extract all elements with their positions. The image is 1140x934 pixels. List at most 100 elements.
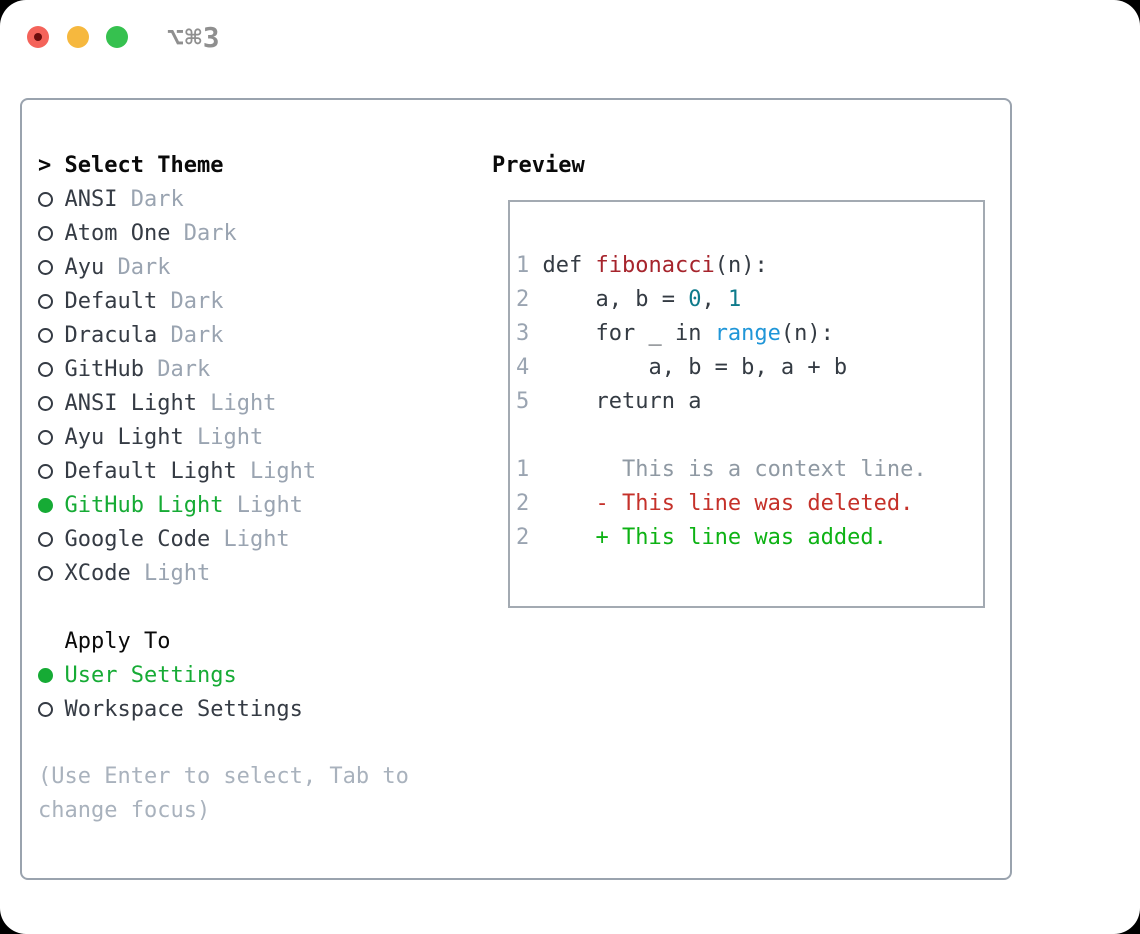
radio-icon bbox=[38, 293, 53, 309]
line-number: 2 bbox=[516, 524, 543, 550]
code-segment: a, b = b, a + b bbox=[542, 354, 848, 380]
code-segment: 0 bbox=[688, 286, 702, 312]
spacer bbox=[38, 726, 428, 760]
code-line: 2 a, b = 0, 1 bbox=[516, 282, 927, 316]
theme-option-name: Default Light bbox=[64, 458, 237, 484]
code-line: 2 - This line was deleted. bbox=[516, 486, 927, 520]
theme-option-name: GitHub Light bbox=[64, 492, 224, 518]
code-segment: , bbox=[701, 286, 728, 312]
theme-option-variant: Dark bbox=[157, 356, 211, 382]
theme-option-name: GitHub bbox=[64, 356, 144, 382]
code-line: 3 for _ in range(n): bbox=[516, 316, 927, 350]
code-line: 4 a, b = b, a + b bbox=[516, 350, 927, 384]
theme-option-ayu-light[interactable]: Ayu Light Light bbox=[38, 420, 428, 454]
focus-cursor-icon: > bbox=[38, 152, 52, 178]
apply-option-workspace-settings[interactable]: Workspace Settings bbox=[38, 692, 428, 726]
theme-option-variant: Light bbox=[196, 424, 264, 450]
line-number: 1 bbox=[516, 252, 543, 278]
code-segment: range bbox=[714, 320, 781, 346]
spacer bbox=[38, 590, 428, 624]
theme-option-ansi[interactable]: ANSI Dark bbox=[38, 182, 428, 216]
theme-option-name: Ayu Light bbox=[64, 424, 184, 450]
code-segment: def bbox=[542, 252, 596, 278]
theme-option-google-code[interactable]: Google Code Light bbox=[38, 522, 428, 556]
code-segment: (n): bbox=[714, 252, 768, 278]
theme-option-variant: Dark bbox=[130, 186, 184, 212]
apply-option-user-settings[interactable]: User Settings bbox=[38, 658, 428, 692]
radio-icon bbox=[38, 463, 53, 479]
theme-option-variant: Light bbox=[210, 390, 277, 416]
code-line bbox=[516, 418, 927, 452]
code-line: 2 + This line was added. bbox=[516, 520, 927, 554]
theme-option-atom-one[interactable]: Atom One Dark bbox=[38, 216, 428, 250]
line-number: 3 bbox=[516, 320, 543, 346]
radio-icon bbox=[38, 225, 53, 241]
theme-option-github[interactable]: GitHub Dark bbox=[38, 352, 428, 386]
radio-selected-icon bbox=[38, 667, 53, 683]
theme-option-github-light[interactable]: GitHub Light Light bbox=[38, 488, 428, 522]
theme-option-name: Dracula bbox=[64, 322, 158, 348]
zoom-button[interactable] bbox=[106, 26, 128, 48]
code-segment: 1 bbox=[727, 286, 742, 312]
apply-to-label: Apply To bbox=[64, 628, 171, 654]
theme-option-variant: Light bbox=[143, 560, 211, 586]
code-segment: fibonacci bbox=[595, 252, 715, 278]
radio-icon bbox=[38, 395, 53, 411]
select-theme-label: Select Theme bbox=[64, 152, 224, 178]
close-button[interactable] bbox=[27, 26, 49, 48]
line-number bbox=[516, 423, 543, 448]
theme-option-ansi-light[interactable]: ANSI Light Light bbox=[38, 386, 428, 420]
theme-option-variant: Light bbox=[223, 526, 290, 552]
theme-option-name: Atom One bbox=[64, 220, 171, 246]
line-number: 2 bbox=[516, 490, 543, 516]
radio-icon bbox=[38, 701, 53, 717]
code-segment: a, b = bbox=[542, 286, 689, 312]
code-segment: return a bbox=[542, 388, 702, 414]
radio-icon bbox=[38, 429, 53, 445]
radio-icon bbox=[38, 565, 53, 581]
theme-option-variant: Dark bbox=[183, 220, 237, 246]
radio-icon bbox=[38, 191, 53, 207]
line-number: 1 bbox=[516, 456, 543, 482]
radio-icon bbox=[38, 531, 53, 547]
apply-option-name: User Settings bbox=[64, 662, 237, 688]
code-segment: + This line was added. bbox=[542, 524, 887, 550]
preview-label: Preview bbox=[492, 152, 585, 178]
radio-icon bbox=[38, 361, 53, 377]
preview-heading: Preview bbox=[492, 148, 585, 182]
code-segment: for _ in bbox=[542, 320, 715, 346]
window-title: ⌥⌘3 bbox=[167, 21, 221, 54]
code-segment: This is a context line. bbox=[542, 456, 927, 482]
code-line: 1 def fibonacci(n): bbox=[516, 248, 927, 282]
theme-option-name: ANSI bbox=[64, 186, 118, 212]
line-number: 4 bbox=[516, 354, 543, 380]
theme-option-name: Google Code bbox=[64, 526, 211, 552]
theme-option-name: Ayu bbox=[64, 254, 105, 280]
theme-option-default[interactable]: Default Dark bbox=[38, 284, 428, 318]
radio-selected-icon bbox=[38, 497, 53, 513]
keyboard-hint: (Use Enter to select, Tab to change focu… bbox=[38, 764, 409, 823]
line-number: 5 bbox=[516, 388, 543, 414]
theme-option-variant: Light bbox=[249, 458, 317, 484]
theme-option-name: Default bbox=[64, 288, 158, 314]
apply-option-name: Workspace Settings bbox=[64, 696, 303, 722]
minimize-button[interactable] bbox=[67, 26, 89, 48]
line-number: 2 bbox=[516, 286, 543, 312]
theme-option-variant: Dark bbox=[170, 288, 224, 314]
select-theme-heading: > Select Theme bbox=[38, 148, 428, 182]
unsaved-dot-icon bbox=[34, 33, 42, 41]
code-segment: (n): bbox=[780, 320, 834, 346]
theme-option-name: ANSI Light bbox=[64, 390, 197, 416]
theme-option-variant: Light bbox=[236, 492, 303, 518]
code-segment: - This line was deleted. bbox=[542, 490, 914, 516]
radio-icon bbox=[38, 327, 53, 343]
theme-option-default-light[interactable]: Default Light Light bbox=[38, 454, 428, 488]
